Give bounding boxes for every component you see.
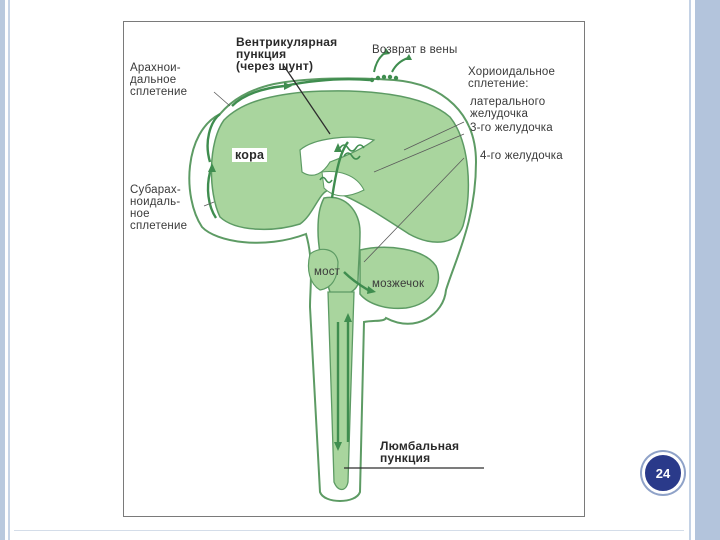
- fourth-ventricle-label: 4-го желудочка: [480, 150, 563, 162]
- arachnoid-plexus-label: Арахнои- дальное сплетение: [130, 62, 187, 98]
- pons-label: мост: [314, 266, 340, 278]
- slide-frame-bottom: [14, 530, 684, 535]
- return-to-veins-label: Возврат в вены: [372, 44, 457, 56]
- choroid-plexus-label: Хориоидальное сплетение:: [468, 66, 555, 90]
- csf-circulation-figure: Вентрикулярная пункция (через шунт) Возв…: [123, 21, 585, 517]
- third-ventricle-label: 3-го желудочка: [470, 122, 553, 134]
- cortex-label: кора: [232, 148, 267, 162]
- subarachnoid-plexus-label: Субарах- ноидаль- ное сплетение: [130, 184, 187, 232]
- page-number-badge: 24: [642, 452, 684, 494]
- cerebellum-label: мозжечок: [372, 278, 424, 290]
- lumbar-puncture-label: Люмбальная пункция: [380, 440, 459, 464]
- lateral-ventricle-label: латерального желудочка: [470, 96, 545, 120]
- ventricular-puncture-label: Вентрикулярная пункция (через шунт): [236, 36, 337, 72]
- slide-frame-left: [0, 0, 14, 540]
- slide-frame-right: [684, 0, 720, 540]
